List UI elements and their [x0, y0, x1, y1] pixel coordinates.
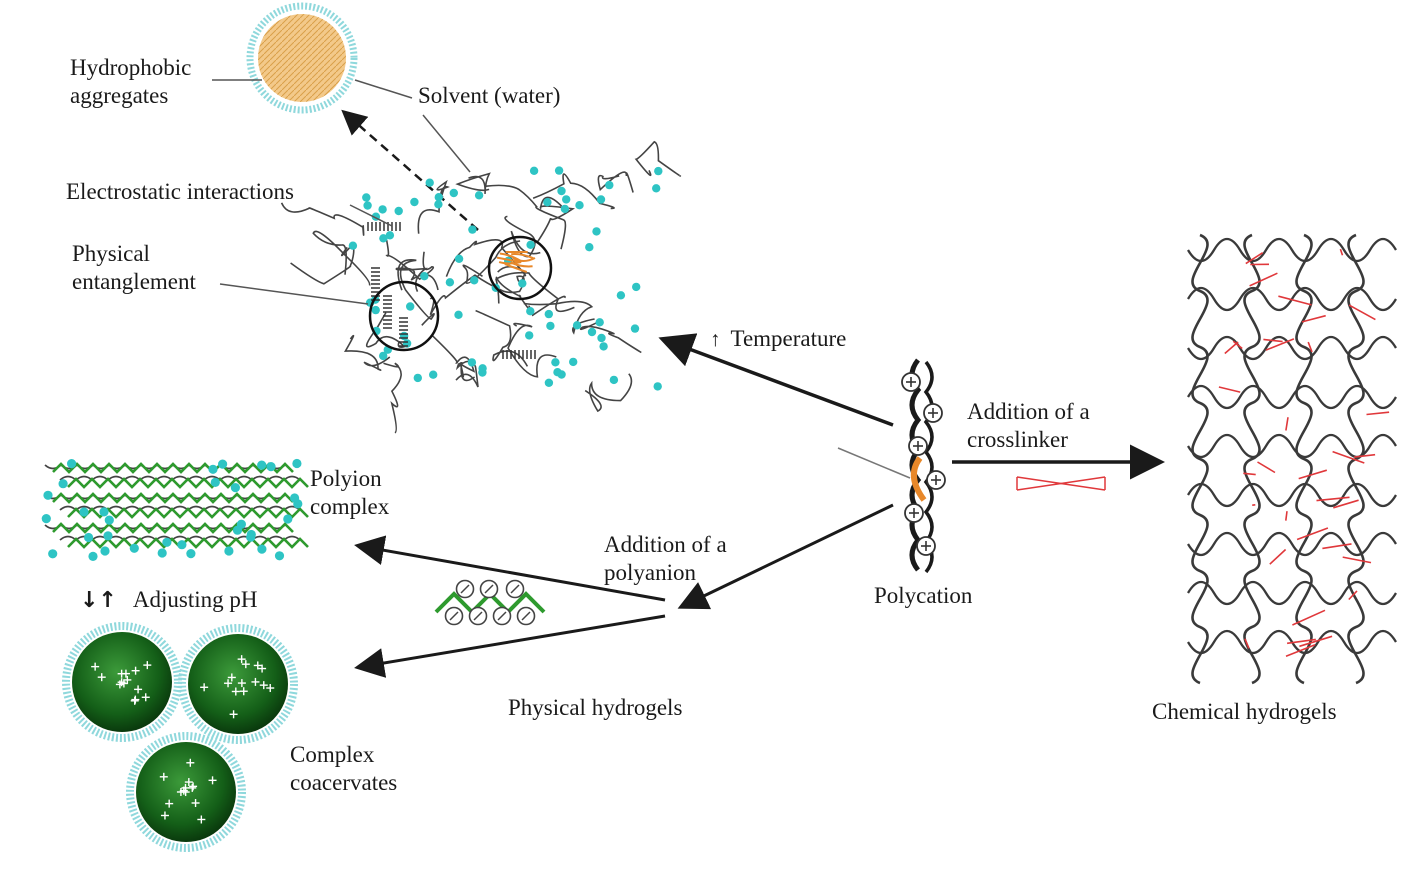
- physical-entanglement-label: Physical entanglement: [72, 240, 196, 296]
- temperature-up-arrow-icon: ↑: [710, 327, 721, 351]
- ph-arrows-icon: ↓↑: [80, 588, 117, 613]
- entanglement-label-line-1: Physical: [72, 241, 150, 266]
- electrostatic-leader-line: [349, 204, 393, 227]
- complex-coacervate-arrow: [354, 614, 666, 678]
- physical-network-icon: [280, 140, 682, 434]
- crosslinker-icon: [1016, 476, 1106, 491]
- polyion-label-line-2: complex: [310, 494, 390, 519]
- adjusting-ph-text: Adjusting pH: [132, 587, 258, 612]
- hydrophobic-aggregates-label: Hydrophobic aggregates: [70, 54, 191, 110]
- polycation-label: Polycation: [874, 583, 973, 608]
- polyion-complex-icon: [41, 458, 309, 562]
- polyanion-icon: [434, 579, 546, 626]
- complex-coacervates-icon: [62, 622, 298, 852]
- coacervates-label-line-2: coacervates: [290, 770, 398, 795]
- solvent-leader-line: [354, 79, 413, 99]
- crosslinker-label-line-2: crosslinker: [967, 427, 1068, 452]
- complex-coacervates-label: Complex coacervates: [290, 741, 397, 797]
- solvent-label: Solvent (water): [418, 83, 561, 108]
- temperature-text: Temperature: [730, 326, 847, 351]
- coacervates-label-line-1: Complex: [290, 742, 375, 767]
- polycation-leader-line: [837, 447, 911, 479]
- entanglement-leader-line: [219, 283, 369, 305]
- adjusting-ph-label: ↓↑ Adjusting pH: [80, 586, 257, 615]
- electrostatic-interactions-label: Electrostatic interactions: [66, 179, 294, 204]
- polyion-complex-arrow: [354, 535, 666, 602]
- crosslinker-label-line-1: Addition of a: [967, 399, 1090, 424]
- physical-hydrogels-label: Physical hydrogels: [508, 695, 683, 720]
- polyanion-label-line-1: Addition of a: [604, 532, 727, 557]
- temperature-arrow: [658, 333, 894, 427]
- polyion-complex-label: Polyion complex: [310, 465, 389, 521]
- chemical-hydrogels-label: Chemical hydrogels: [1152, 699, 1337, 724]
- hydrophobic-label-line-1: Hydrophobic: [70, 55, 192, 80]
- hydrophobic-label-line-2: aggregates: [70, 83, 169, 108]
- crosslinker-label: Addition of a crosslinker: [967, 398, 1090, 454]
- chemical-hydrogel-network-icon: [1187, 233, 1397, 685]
- polyanion-arrow: [677, 503, 894, 610]
- temperature-label: ↑ Temperature: [710, 325, 846, 353]
- polyanion-label-line-2: polyanion: [604, 560, 696, 585]
- polyion-label-line-1: Polyion: [310, 466, 382, 491]
- entanglement-label-line-2: entanglement: [72, 269, 196, 294]
- solvent-pointer-line: [422, 114, 471, 173]
- polycation-icon: [901, 358, 946, 574]
- polyanion-label: Addition of a polyanion: [604, 531, 727, 587]
- hydrophobic-aggregate-icon: [246, 2, 358, 114]
